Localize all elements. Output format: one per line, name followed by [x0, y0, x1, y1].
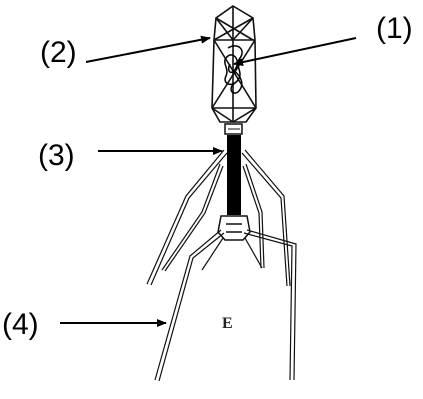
label-1: (1) — [376, 14, 413, 44]
arrow-2 — [86, 38, 210, 62]
tail-fibers — [147, 150, 296, 381]
arrow-1 — [234, 38, 356, 64]
label-2: (2) — [40, 38, 77, 68]
label-arrows — [60, 38, 356, 323]
base-plate — [218, 216, 250, 240]
tail-sheath — [227, 135, 241, 215]
figure-letter: E — [222, 315, 233, 333]
phage-collar — [225, 124, 242, 134]
label-3: (3) — [38, 141, 75, 171]
label-4: (4) — [2, 310, 39, 340]
